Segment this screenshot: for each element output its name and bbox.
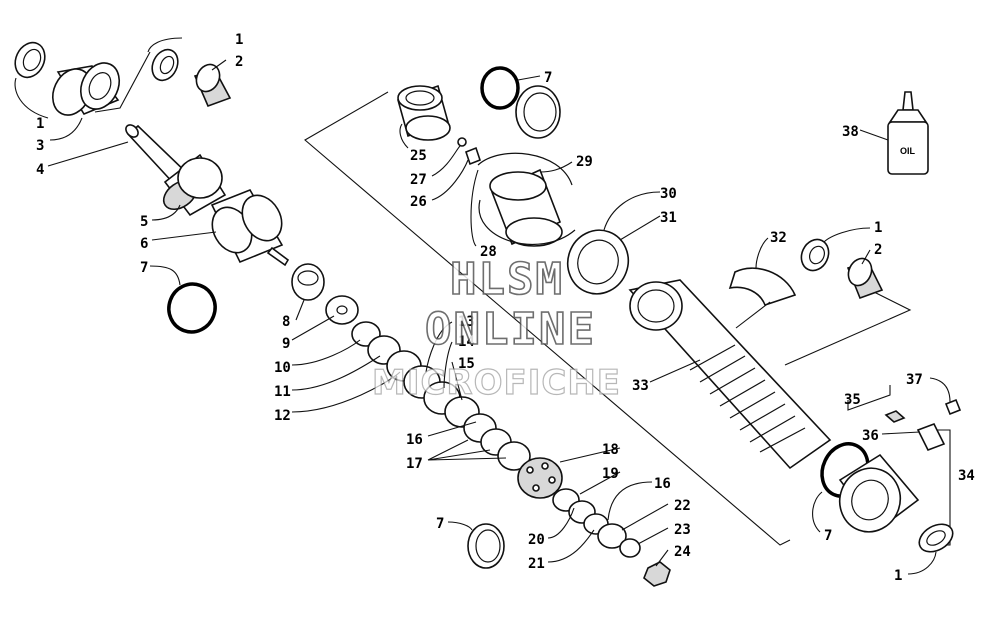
part-oring-7b	[480, 66, 520, 110]
callout-25: 25	[410, 148, 427, 164]
callout-10: 10	[274, 360, 291, 376]
leader-lines	[14, 37, 951, 575]
callout-14: 14	[458, 334, 475, 350]
part-piston-18	[517, 457, 563, 499]
watermark-line-2: ONLINE	[425, 304, 596, 355]
callout-34: 34	[958, 468, 975, 484]
callout-1: 1	[235, 32, 243, 48]
callout-37: 37	[906, 372, 923, 388]
part-valve-36	[916, 422, 946, 452]
callout-23: 23	[674, 522, 691, 538]
callout-7: 7	[436, 516, 444, 532]
part-bushing-1c	[800, 238, 830, 272]
callout-2: 2	[235, 54, 243, 70]
callout-3: 3	[36, 138, 44, 154]
callout-13: 13	[458, 314, 475, 330]
part-cover-32	[728, 267, 797, 307]
callout-1: 1	[874, 220, 882, 236]
callout-19: 19	[602, 466, 619, 482]
callout-28: 28	[480, 244, 497, 260]
callout-16: 16	[654, 476, 671, 492]
callout-1: 1	[36, 116, 44, 132]
callout-33: 33	[632, 378, 649, 394]
callout-31: 31	[660, 210, 677, 226]
part-shim-22	[597, 523, 627, 549]
part-oring-35	[884, 410, 906, 423]
part-band-7c	[467, 523, 505, 569]
callout-30: 30	[660, 186, 677, 202]
callout-7: 7	[544, 70, 552, 86]
watermark-line-3: MICROFICHE	[372, 363, 621, 403]
oil-label: OIL	[900, 146, 916, 156]
part-piston-8	[291, 263, 325, 301]
callout-21: 21	[528, 556, 545, 572]
callout-38: 38	[842, 124, 859, 140]
part-band-7-top	[515, 85, 561, 139]
callout-18: 18	[602, 442, 619, 458]
part-bushing-1b	[151, 48, 179, 82]
callout-7: 7	[824, 528, 832, 544]
callout-labels: 1 2 1 3 4 5 6 7 8 9 10 11 12 13 14 15 16…	[36, 32, 975, 584]
oil-bottle-38: OIL	[887, 91, 929, 175]
callout-24: 24	[674, 544, 691, 560]
callout-20: 20	[528, 532, 545, 548]
callout-16: 16	[406, 432, 423, 448]
part-bushing-1a	[14, 41, 46, 79]
callout-2: 2	[874, 242, 882, 258]
reservoir-piston-group	[397, 84, 576, 247]
callout-26: 26	[410, 194, 427, 210]
part-oring-7a	[167, 282, 217, 334]
body-tube-group	[566, 229, 832, 470]
callout-27: 27	[410, 172, 427, 188]
callout-4: 4	[36, 162, 44, 178]
callout-12: 12	[274, 408, 291, 424]
callout-9: 9	[282, 336, 290, 352]
callout-29: 29	[576, 154, 593, 170]
part-valve-26	[465, 146, 481, 166]
part-screw-37	[944, 398, 962, 416]
watermark-line-1: HLSM	[450, 254, 564, 305]
part-shim-17	[497, 441, 531, 471]
valve-shim-stack	[291, 263, 671, 587]
part-oring-27	[457, 137, 467, 147]
callout-1: 1	[894, 568, 902, 584]
part-washer-23	[619, 538, 641, 558]
callout-32: 32	[770, 230, 787, 246]
part-washer-9	[325, 295, 359, 325]
callout-15: 15	[458, 356, 475, 372]
callout-7: 7	[140, 260, 148, 276]
part-nut-24	[643, 561, 671, 587]
callout-8: 8	[282, 314, 290, 330]
callout-6: 6	[140, 236, 148, 252]
watermark: HLSM ONLINE MICROFICHE	[371, 253, 621, 403]
callout-35: 35	[844, 392, 861, 408]
callout-11: 11	[274, 384, 291, 400]
reservoir-end-group	[800, 238, 962, 553]
callout-5: 5	[140, 214, 148, 230]
upper-eye-assembly	[14, 41, 290, 267]
callout-22: 22	[674, 498, 691, 514]
callout-17: 17	[406, 456, 423, 472]
callout-36: 36	[862, 428, 879, 444]
part-bushing-1d	[918, 523, 954, 553]
